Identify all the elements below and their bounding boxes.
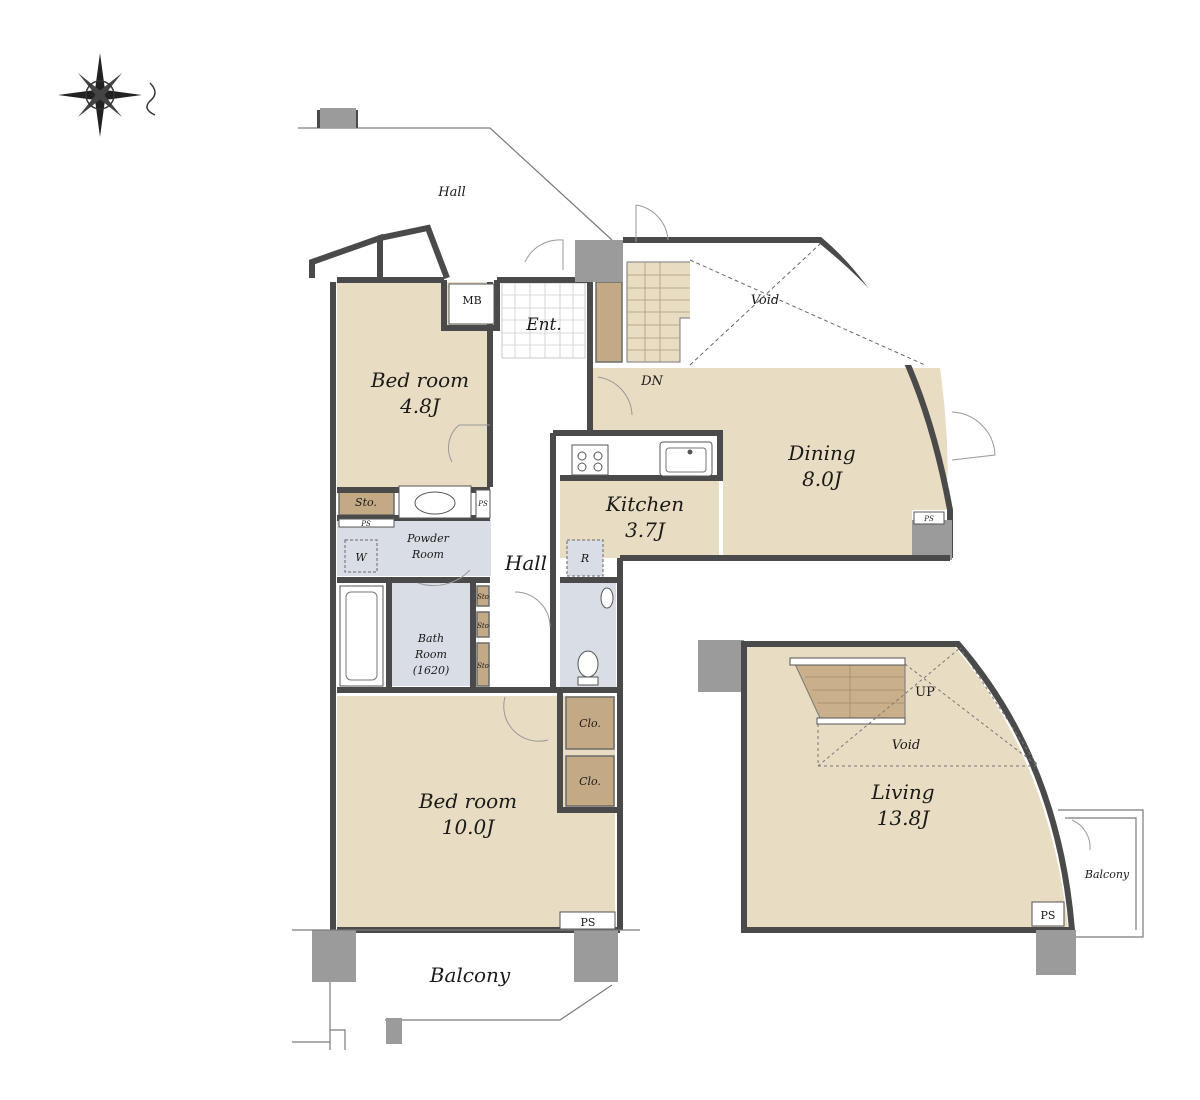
bedroom1-size: 4.8J: [399, 394, 441, 418]
dn-label: DN: [640, 374, 663, 389]
bath-label-1: Bath: [417, 632, 444, 645]
sto-small-3: Sto: [477, 662, 489, 670]
ps-living-label: PS: [1041, 909, 1056, 922]
bath-label-2: Room: [414, 648, 447, 661]
kitchen-name: Kitchen: [605, 492, 684, 516]
hall-top-label: Hall: [437, 185, 465, 200]
sink-icon: [659, 441, 713, 477]
mb-label: MB: [462, 294, 481, 307]
kitchen-size: 3.7J: [625, 518, 666, 542]
bedroom2-size: 10.0J: [442, 815, 496, 839]
hall-mid-label: Hall: [504, 551, 547, 575]
living-name: Living: [870, 780, 934, 804]
balcony-bottom-label: Balcony: [429, 963, 511, 987]
ps-dining-label: PS: [923, 515, 934, 523]
void-top-label: Void: [751, 293, 780, 308]
ps-small-label: PS: [477, 500, 488, 508]
living-size: 13.8J: [877, 806, 931, 830]
fridge-label: R: [580, 552, 589, 565]
bathtub-icon: [339, 585, 384, 687]
sto-label: Sto.: [355, 496, 377, 509]
powder-label-1: Powder: [406, 532, 450, 545]
ps-label: PS: [581, 916, 596, 929]
sto-small-2: Sto: [477, 622, 489, 630]
powder-label-2: Room: [411, 548, 444, 561]
closet-label-1: Clo.: [579, 717, 601, 730]
balcony-right-label: Balcony: [1084, 868, 1130, 881]
toilet-icon: [577, 587, 614, 686]
washer-label: W: [355, 551, 368, 564]
dining-name: Dining: [787, 441, 855, 465]
ps-small-label-2: PS: [360, 520, 371, 528]
bedroom1-name: Bed room: [370, 368, 469, 392]
void-living-label: Void: [892, 738, 921, 753]
bedroom2-name: Bed room: [418, 789, 517, 813]
compass-icon: [58, 53, 156, 137]
sto-small-1: Sto: [477, 593, 489, 601]
washbasin-icon: [398, 485, 472, 519]
dining-size: 8.0J: [802, 467, 843, 491]
closet-label-2: Clo.: [579, 775, 601, 788]
stove-icon: [571, 444, 609, 476]
entrance-label: Ent.: [525, 315, 562, 335]
bath-label-3: (1620): [413, 664, 450, 677]
up-label: UP: [915, 685, 935, 700]
